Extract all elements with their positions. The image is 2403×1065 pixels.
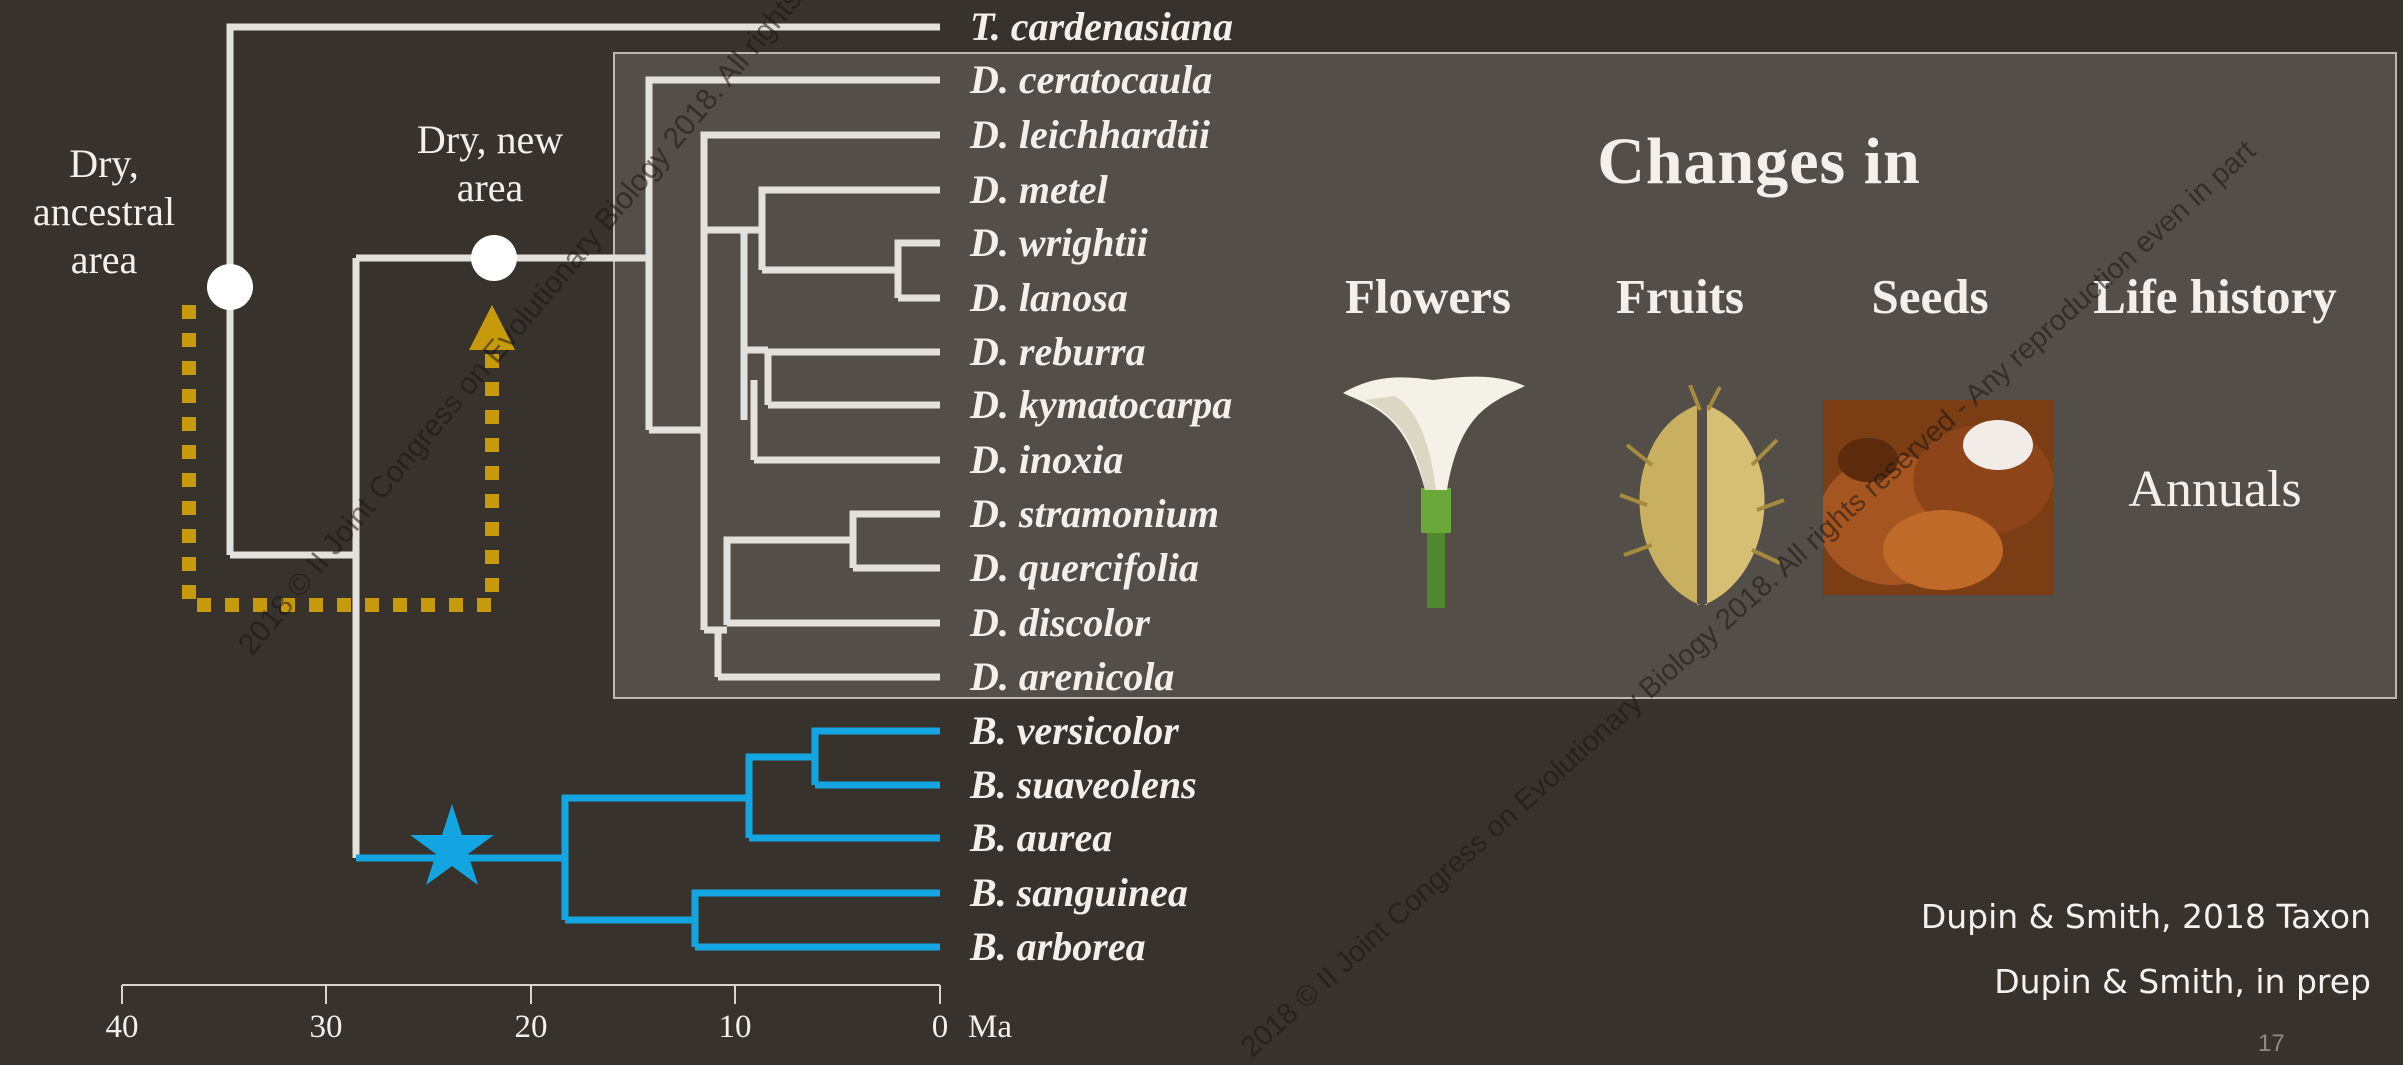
- taxon-label: D. inoxia: [970, 435, 1123, 485]
- column-seeds: Seeds: [1820, 262, 2040, 332]
- taxon-label: D. arenicola: [970, 652, 1174, 702]
- column-flowers: Flowers: [1318, 262, 1538, 332]
- axis-tick-label: 10: [719, 1007, 752, 1047]
- taxon-label: B. aurea: [970, 813, 1112, 863]
- taxon-label: D. quercifolia: [970, 543, 1199, 593]
- time-axis: [122, 985, 940, 1004]
- new-area-label: Dry, new area: [385, 116, 595, 212]
- axis-tick-label: 30: [310, 1007, 343, 1047]
- life-history-value: Annuals: [2110, 455, 2320, 525]
- taxon-label: B. arborea: [970, 922, 1146, 972]
- taxon-label: D. ceratocaula: [970, 55, 1212, 105]
- taxon-label: D. reburra: [970, 327, 1146, 377]
- taxon-label: B. suaveolens: [970, 760, 1197, 810]
- new-area-node-marker: [471, 235, 517, 281]
- citation-taxon: Dupin & Smith, 2018 Taxon: [1921, 896, 2371, 938]
- taxon-label: B. versicolor: [970, 706, 1179, 756]
- axis-unit: Ma: [968, 1007, 1012, 1047]
- ancestral-node-marker: [207, 264, 253, 310]
- taxon-label: D. stramonium: [970, 489, 1219, 539]
- taxon-label: D. lanosa: [970, 273, 1128, 323]
- taxon-label: D. wrightii: [970, 218, 1148, 268]
- column-fruits: Fruits: [1580, 262, 1780, 332]
- taxon-label: B. sanguinea: [970, 868, 1188, 918]
- taxon-label: D. kymatocarpa: [970, 380, 1232, 430]
- star-icon: [410, 804, 494, 885]
- ancestral-area-label: Dry, ancestral area: [4, 140, 204, 284]
- axis-tick-label: 40: [106, 1007, 139, 1047]
- page-number: 17: [2258, 1030, 2285, 1058]
- flower-image: [1335, 368, 1530, 638]
- taxon-label: T. cardenasiana: [970, 2, 1233, 52]
- axis-tick-label: 0: [932, 1007, 949, 1047]
- taxon-label: D. leichhardtii: [970, 110, 1210, 160]
- panel-title: Changes in: [1350, 122, 2168, 202]
- axis-tick-label: 20: [515, 1007, 548, 1047]
- taxon-label: D. discolor: [970, 598, 1150, 648]
- taxon-label: D. metel: [970, 165, 1108, 215]
- citation-in-prep: Dupin & Smith, in prep: [1994, 961, 2371, 1003]
